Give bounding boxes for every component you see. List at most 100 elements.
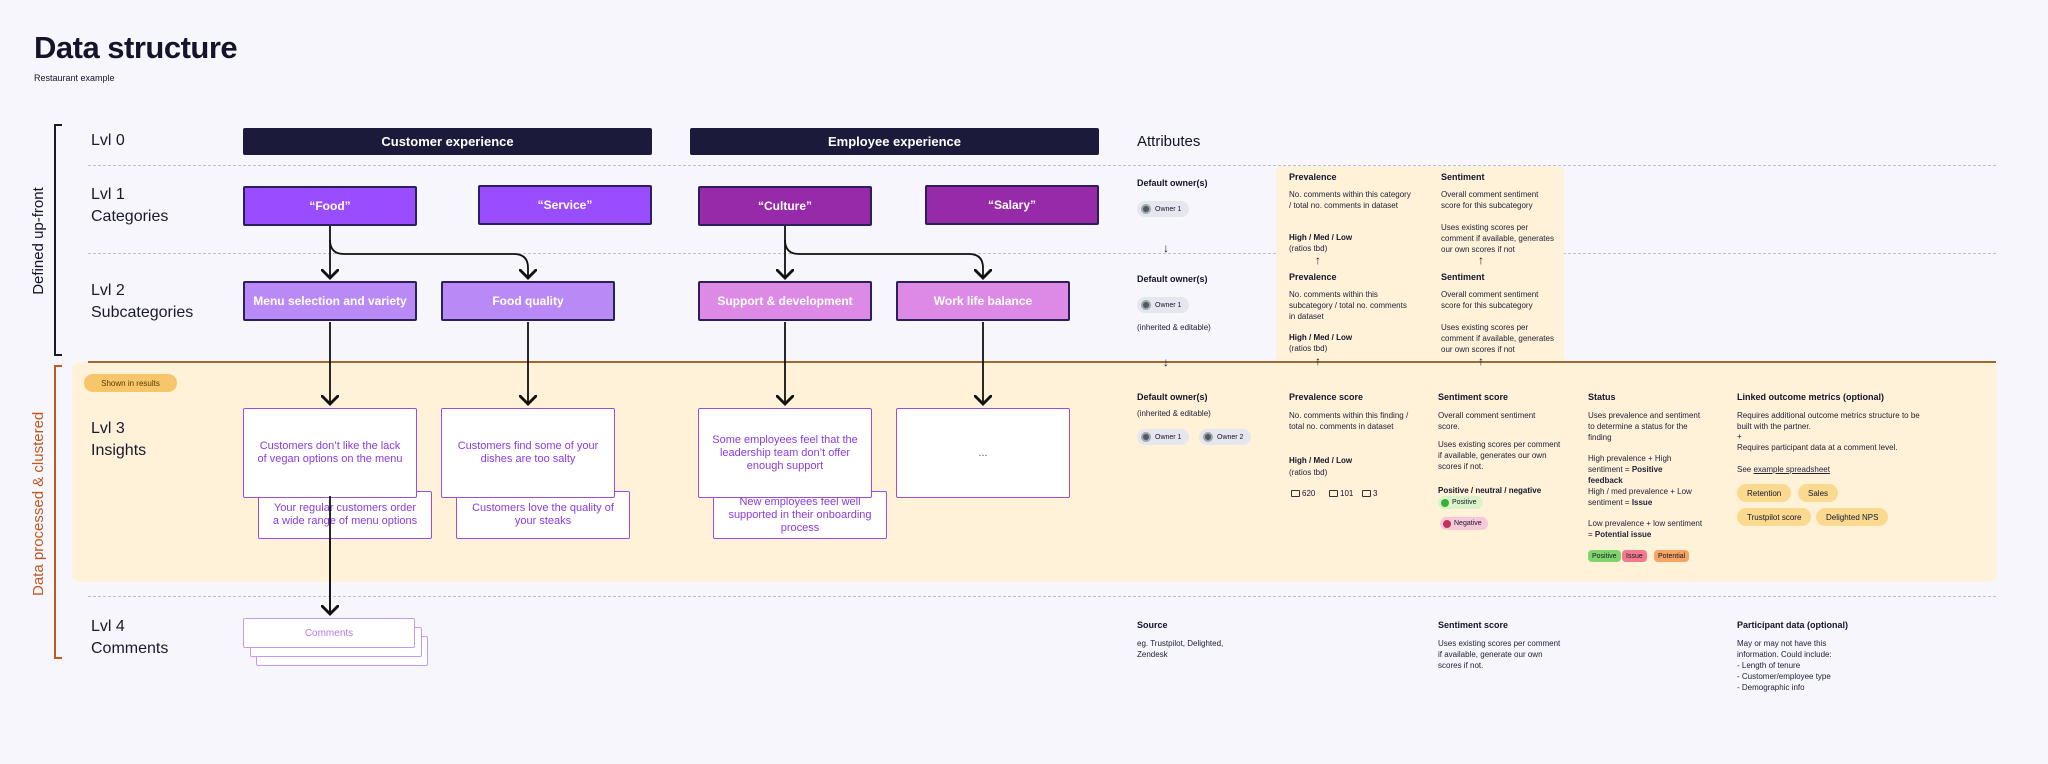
arrow-down-icon: ↓ <box>1163 241 1169 255</box>
lvl3-owner-inherit: (inherited & editable) <box>1137 409 1211 418</box>
lvl3-status-rule3: Low prevalence + low sentiment = Potenti… <box>1588 519 1703 539</box>
insight-card-front: Some employees feel that the leadership … <box>698 408 872 498</box>
owner-pill[interactable]: Owner 2 <box>1199 429 1252 445</box>
owner-pill[interactable]: Owner 1 <box>1137 297 1190 313</box>
arrow-down-icon: ↓ <box>1163 355 1169 369</box>
separator-lvl3 <box>88 596 1996 597</box>
insight-card-back: Your regular customers order a wide rang… <box>258 491 432 539</box>
subcategory-support-development: Support & development <box>698 281 872 321</box>
separator-lvl1 <box>88 253 1996 254</box>
status-badge-issue: Issue <box>1622 550 1647 562</box>
lvl3-owner-heading: Default owner(s) <box>1137 392 1208 402</box>
shown-in-results-tag: Shown in results <box>84 374 177 392</box>
arrow-up-icon: ↑ <box>1478 354 1484 368</box>
bracket-processed <box>54 365 62 659</box>
metric-pill-delighted-nps[interactable]: Delighted NPS <box>1816 508 1889 526</box>
owner-pill[interactable]: Owner 1 <box>1137 201 1190 217</box>
lvl3-linked-text2: Requires participant data at a comment l… <box>1737 443 1898 452</box>
lvl3-status-rule1: High prevalence + High sentiment = Posit… <box>1588 454 1672 485</box>
positive-face-icon <box>1441 498 1449 507</box>
comment-icon <box>1329 490 1338 497</box>
lvl2-sentiment-text2: Uses existing scores per comment if avai… <box>1441 323 1554 354</box>
comment-count: 3 <box>1362 489 1377 498</box>
page-title: Data structure <box>34 30 238 65</box>
owner-pill[interactable]: Owner 1 <box>1137 429 1190 445</box>
comment-icon <box>1291 490 1300 497</box>
metric-pill-retention[interactable]: Retention <box>1737 484 1792 502</box>
lvl3-sentiment-text2: Uses existing scores per comment if avai… <box>1438 440 1561 471</box>
avatar-icon <box>1203 432 1213 442</box>
avatar-icon <box>1141 300 1151 310</box>
lvl2-prevalence-tbd: (ratios tbd) <box>1289 344 1328 353</box>
lvl4-participant-heading: Participant data (optional) <box>1737 620 1849 630</box>
lvl2-owner-heading: Default owner(s) <box>1137 274 1208 284</box>
lvl3-prevalence-heading: Prevalence score <box>1289 392 1364 402</box>
lvl4-sentiment-text: Uses existing scores per comment if avai… <box>1438 639 1561 670</box>
avatar-icon <box>1141 204 1151 214</box>
subcategory-food-quality: Food quality <box>441 281 615 321</box>
category-salary: “Salary” <box>925 185 1099 225</box>
lvl1-sentiment-heading: Sentiment <box>1441 172 1485 182</box>
lvl3-prevalence-hml: High / Med / Low <box>1289 456 1353 465</box>
insight-card-front: Customers find some of your dishes are t… <box>441 408 615 498</box>
lvl3-sentiment-heading: Sentiment score <box>1438 392 1509 402</box>
band-top-line <box>88 361 1996 363</box>
sentiment-negative-pill: Negative <box>1440 517 1488 530</box>
comment-card: Comments <box>243 618 415 648</box>
lvl3-prevalence-tbd: (ratios tbd) <box>1289 468 1328 477</box>
status-badge-positive: Positive <box>1588 550 1621 562</box>
level-0-label: Lvl 0 <box>91 132 125 149</box>
status-badge-potential: Potential <box>1654 550 1690 562</box>
lvl3-status-heading: Status <box>1588 392 1616 402</box>
separator-lvl0 <box>88 165 1996 166</box>
lvl4-participant-text: May or may not have this information. Co… <box>1737 639 1832 659</box>
lvl3-linked-text1: Requires additional outcome metrics stru… <box>1737 411 1920 431</box>
metric-pill-sales[interactable]: Sales <box>1798 484 1839 502</box>
lvl1-prevalence-heading: Prevalence <box>1289 172 1337 182</box>
arrow-up-icon: ↑ <box>1478 253 1484 267</box>
attributes-title: Attributes <box>1137 133 1201 150</box>
lvl3-status-text: Uses prevalence and sentiment to determi… <box>1588 411 1701 442</box>
category-food: “Food” <box>243 186 417 226</box>
lvl3-linked-heading: Linked outcome metrics (optional) <box>1737 392 1885 402</box>
lvl3-sentiment-pnn: Positive / neutral / negative <box>1438 486 1542 495</box>
category-culture: “Culture” <box>698 186 872 226</box>
category-service: “Service” <box>478 185 652 225</box>
example-spreadsheet-link[interactable]: example spreadsheet <box>1753 465 1830 474</box>
lvl2-prevalence-heading: Prevalence <box>1289 272 1337 282</box>
lvl1-prevalence-tbd: (ratios tbd) <box>1289 244 1328 253</box>
lvl1-sentiment-text: Overall comment sentiment score for this… <box>1441 190 1539 210</box>
sentiment-positive-pill: Positive <box>1438 496 1483 509</box>
lvl4-sentiment-heading: Sentiment score <box>1438 620 1509 630</box>
avatar-icon <box>1141 432 1151 442</box>
arrow-up-icon: ↑ <box>1315 253 1321 267</box>
lvl2-sentiment-text: Overall comment sentiment score for this… <box>1441 290 1539 310</box>
comment-icon <box>1362 490 1371 497</box>
metric-pill-trustpilot[interactable]: Trustpilot score <box>1737 508 1812 526</box>
subcategory-menu-selection: Menu selection and variety <box>243 281 417 321</box>
lvl4-participant-item: - Customer/employee type <box>1737 672 1831 681</box>
arrow-up-icon: ↑ <box>1315 354 1321 368</box>
lvl1-owner-heading: Default owner(s) <box>1137 178 1208 188</box>
lvl1-sentiment-text2: Uses existing scores per comment if avai… <box>1441 223 1554 254</box>
negative-face-icon <box>1443 519 1451 528</box>
lvl4-participant-item: - Length of tenure <box>1737 661 1801 670</box>
lvl3-prevalence-text: No. comments within this finding / total… <box>1289 411 1409 431</box>
lvl3-linked-plus: + <box>1737 432 1742 441</box>
attributes-highlight-box <box>1276 166 1564 360</box>
lvl3-status-rule2: High / med prevalence + Low sentiment = … <box>1588 487 1692 507</box>
insight-card-front: ... <box>896 408 1070 498</box>
subcategory-work-life-balance: Work life balance <box>896 281 1070 321</box>
page-subtitle: Restaurant example <box>34 73 115 83</box>
comment-count: 620 <box>1291 489 1315 498</box>
lvl2-prevalence-hml: High / Med / Low <box>1289 333 1353 342</box>
lvl2-prevalence-text: No. comments within this subcategory / t… <box>1289 290 1407 321</box>
lvl1-prevalence-hml: High / Med / Low <box>1289 233 1353 242</box>
lvl4-participant-item: - Demographic info <box>1737 683 1805 692</box>
lvl4-source-text: eg. Trustpilot, Delighted, Zendesk <box>1137 639 1224 659</box>
lvl2-owner-inherit: (inherited & editable) <box>1137 323 1211 332</box>
